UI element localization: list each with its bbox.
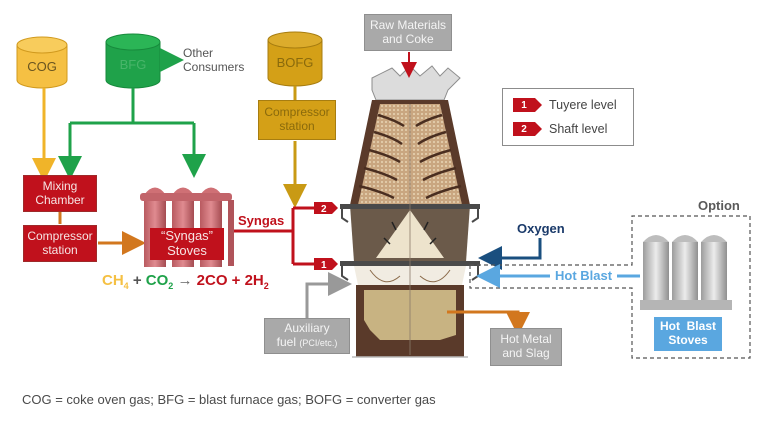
syngas-stoves-line2: Stoves bbox=[167, 243, 207, 258]
hot-blast-stoves-line2: Stoves bbox=[668, 333, 708, 347]
mixing-chamber-box: Mixing Chamber bbox=[23, 175, 97, 212]
syngas-flow-lines bbox=[234, 206, 314, 266]
compressor-station-box: Compressor station bbox=[23, 225, 97, 262]
auxiliary-fuel-line2: fuel (PCI/etc.) bbox=[276, 335, 338, 349]
mixing-chamber-line2: Chamber bbox=[35, 192, 85, 207]
compressor-station-line1: Compressor bbox=[27, 228, 93, 243]
eq-plus: + bbox=[128, 272, 146, 289]
raw-materials-line1: Raw Materials bbox=[369, 17, 447, 32]
eq-products: 2CO + 2H2 bbox=[196, 272, 269, 291]
cog-tank-label: COG bbox=[27, 58, 57, 74]
shaft-tag: 2 bbox=[513, 122, 542, 136]
mixing-chamber-line1: Mixing bbox=[42, 178, 78, 193]
level-legend: 1 Tuyere level 2 Shaft level bbox=[502, 88, 634, 146]
other-consumers-line1: Other bbox=[183, 46, 214, 60]
eq-ch4: CH4 bbox=[102, 272, 129, 291]
hot-blast-stoves-box: Hot Blast Stoves bbox=[654, 317, 722, 351]
blast-furnace-illustration bbox=[340, 65, 480, 358]
other-consumers-line2: Consumers bbox=[183, 59, 245, 74]
bofg-compressor-line2: station bbox=[279, 119, 315, 133]
hot-blast-label: Hot Blast bbox=[553, 268, 615, 283]
tuyere-tag: 1 bbox=[513, 98, 542, 112]
auxiliary-fuel-box: Auxiliary fuel (PCI/etc.) bbox=[264, 318, 350, 354]
bfg-tank bbox=[105, 33, 161, 89]
tuyere-level-marker bbox=[314, 258, 338, 270]
auxiliary-fuel-line1: Auxiliary bbox=[284, 321, 330, 336]
syngas-stoves-label: “Syngas” Stoves bbox=[150, 228, 224, 260]
tuyere-marker-number: 1 bbox=[321, 260, 327, 271]
option-label: Option bbox=[698, 198, 740, 213]
compressor-station-line2: station bbox=[42, 242, 78, 257]
bofg-compressor-station-box: Compressor station bbox=[258, 100, 336, 140]
hot-metal-slag-box: Hot Metal and Slag bbox=[490, 328, 562, 366]
oxygen-label: Oxygen bbox=[517, 221, 565, 236]
hot-metal-flow-line bbox=[447, 310, 530, 336]
reforming-equation: CH4 + CO2 → 2CO + 2H2 bbox=[102, 272, 269, 291]
syngas-stoves-line1: “Syngas” bbox=[160, 228, 214, 244]
legend-item-shaft: 2 Shaft level bbox=[513, 122, 607, 136]
tuyere-label: Tuyere level bbox=[549, 98, 617, 112]
oxygen-flow-line bbox=[478, 238, 542, 270]
abbreviation-footnote: COG = coke oven gas; BFG = blast furnace… bbox=[22, 392, 436, 407]
other-consumers-label: Other Consumers bbox=[183, 46, 245, 75]
bfg-tank-label: BFG bbox=[119, 56, 147, 72]
raw-materials-box: Raw Materials and Coke bbox=[364, 14, 452, 51]
shaft-marker-number: 2 bbox=[321, 204, 327, 215]
hot-blast-stoves-line1: Hot Blast bbox=[659, 319, 716, 334]
auxiliary-fuel-flow-line bbox=[305, 272, 352, 318]
shaft-level-marker bbox=[314, 202, 338, 214]
hot-metal-line2: and Slag bbox=[502, 346, 550, 360]
eq-arrow: → bbox=[173, 272, 197, 289]
hot-metal-line1: Hot Metal bbox=[500, 332, 552, 347]
syngas-label: Syngas bbox=[238, 213, 285, 228]
shaft-label: Shaft level bbox=[549, 122, 608, 136]
eq-co2: CO2 bbox=[145, 272, 174, 291]
cog-tank bbox=[16, 36, 68, 89]
bfg-flow-lines bbox=[58, 48, 206, 180]
hot-blast-option-border bbox=[469, 215, 751, 359]
legend-item-tuyere: 1 Tuyere level bbox=[513, 98, 617, 112]
hot-blast-stoves-illustration bbox=[640, 235, 732, 310]
bofg-tank-label: BOFG bbox=[276, 54, 314, 70]
raw-materials-line2: and Coke bbox=[382, 31, 434, 46]
bofg-compressor-line1: Compressor bbox=[264, 105, 330, 120]
